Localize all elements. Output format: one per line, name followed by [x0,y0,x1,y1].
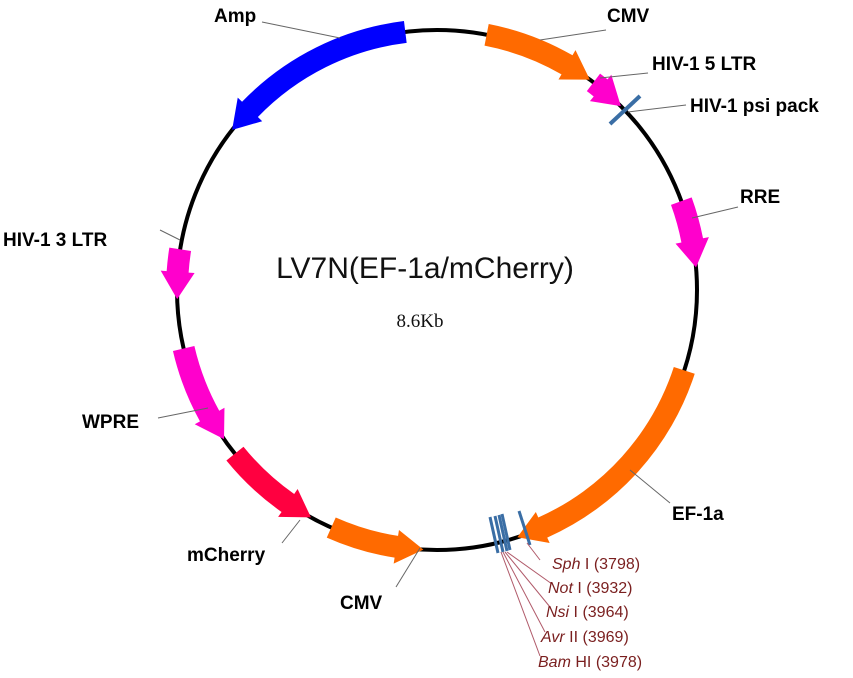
hiv-5ltr-arrow [586,73,621,107]
label-amp: Amp [214,6,256,27]
wpre-arrow [172,346,225,440]
label-cmv-top: CMV [607,6,650,27]
label-rre: RRE [740,187,780,208]
site-label-nsi: Nsi I (3964) [546,604,629,621]
hiv-3ltr-arrow [160,247,195,300]
label-cmv-bottom: CMV [340,593,383,614]
leader-rre [691,206,739,219]
label-mcherry: mCherry [187,545,266,566]
site-marker-avr [497,514,509,552]
leader-lines [157,21,739,588]
site-label-not: Not I (3932) [548,580,633,597]
label-hiv-3ltr: HIV-1 3 LTR [3,230,107,251]
leader-hiv-5ltr [599,72,649,79]
site-marker-bam [500,513,512,551]
mcherry-arrow [226,446,311,518]
label-hiv-5ltr: HIV-1 5 LTR [652,54,756,75]
leader-hiv-psi [627,104,687,113]
site-marker-not [488,516,500,554]
plasmid-name: LV7N(EF-1a/mCherry) [276,252,574,285]
leader-wpre [157,407,209,419]
leader-ef1a [629,469,671,504]
cmv-top-arrow [484,23,590,80]
rre-arrow [670,197,709,268]
site-leader-lines [500,542,553,657]
site-marker-sph [517,510,532,546]
leader-cmv-top [539,29,607,41]
plasmid-size: 8.6Kb [397,311,444,332]
leader-hiv-3ltr [159,229,181,241]
cmv-bottom-arrow [326,517,424,564]
site-label-avr: Avr II (3969) [540,629,629,646]
label-hiv-psi: HIV-1 psi pack [690,96,819,117]
label-ef1a: EF-1a [672,504,724,525]
leader-mcherry [281,519,301,544]
site-label-sph: Sph I (3798) [552,556,640,573]
site-marker-nsi [493,515,505,553]
leader-amp [261,21,341,39]
amp-arrow [232,21,407,130]
leader-cmv-bottom [395,547,421,588]
ef1a-arrow [517,366,695,544]
hiv-psi-marker [608,94,642,126]
restriction-site-markers [488,510,532,554]
label-wpre: WPRE [82,412,139,433]
site-label-bam: Bam HI (3978) [538,654,642,671]
